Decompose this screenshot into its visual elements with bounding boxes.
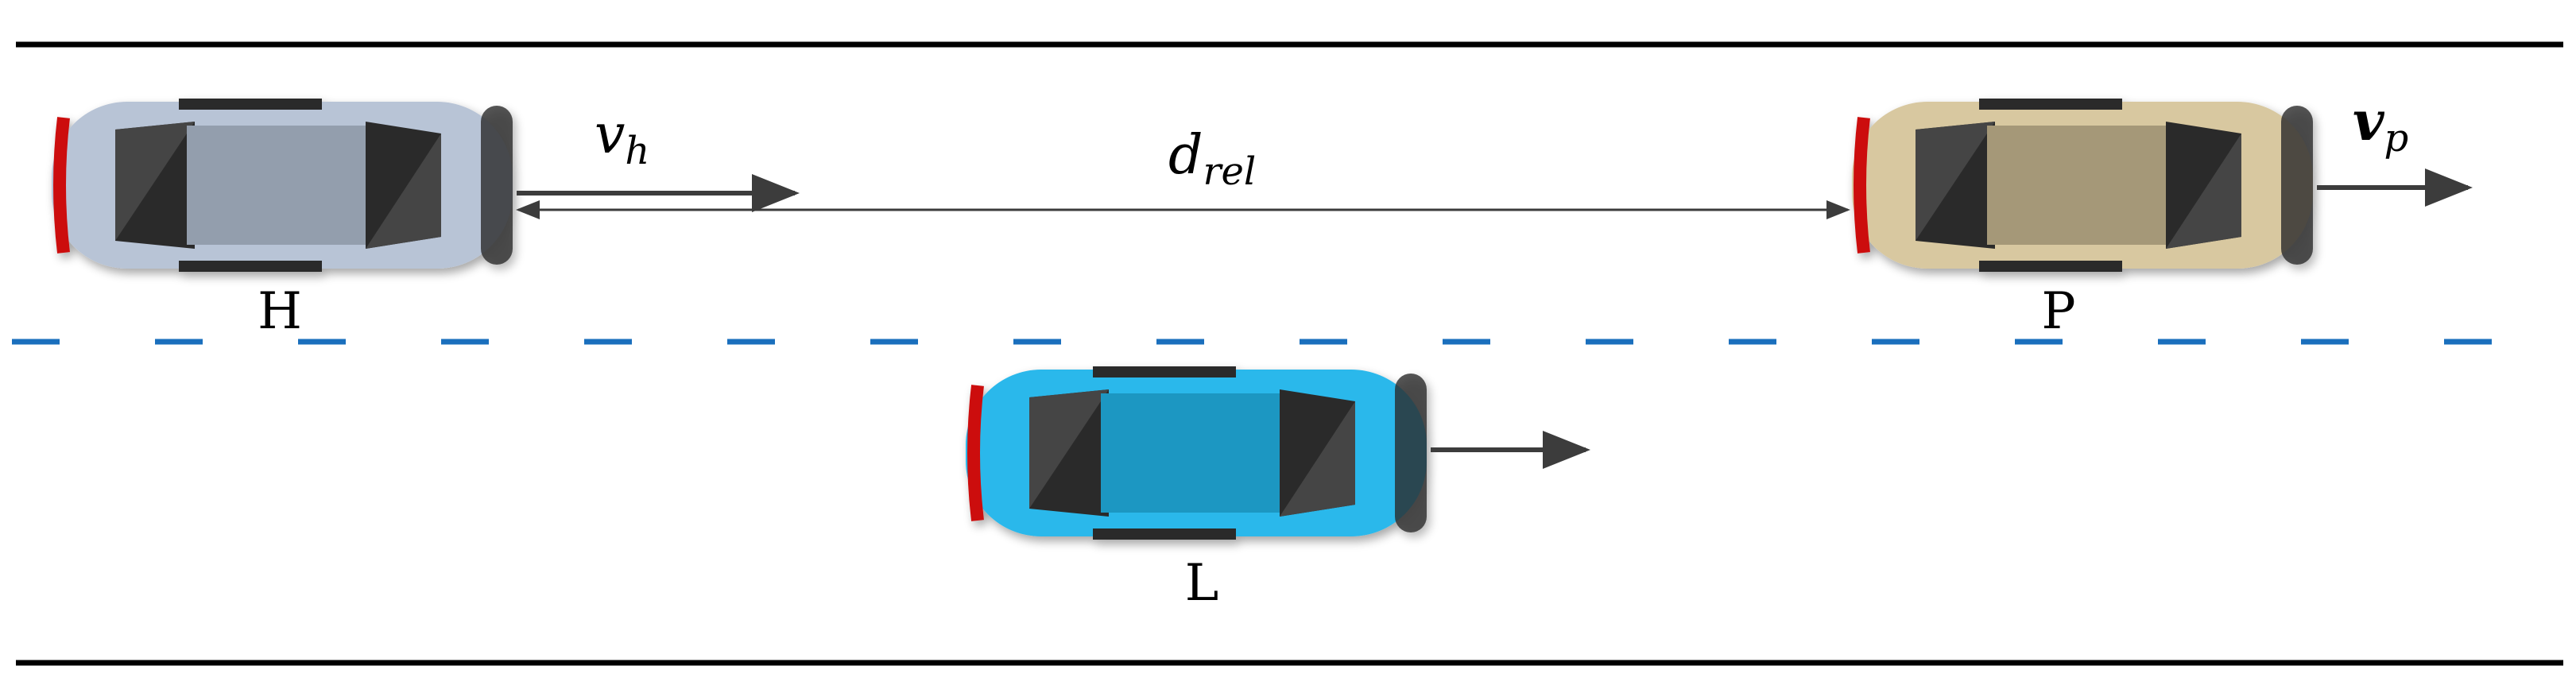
relative-distance-symbol: d <box>1168 124 1203 187</box>
host-speed-symbol: v <box>595 103 625 166</box>
relative-distance-subscript: rel <box>1203 149 1257 194</box>
preceding-speed-subscript: p <box>2384 116 2409 161</box>
host-speed-label: vh <box>595 103 649 173</box>
preceding-speed-symbol: v <box>2353 90 2385 153</box>
car-preceding <box>1852 99 2313 272</box>
car-label-lateral: L <box>1185 554 1219 613</box>
car-label-preceding: P <box>2041 282 2075 341</box>
host-speed-subscript: h <box>625 129 649 173</box>
relative-distance-label: drel <box>1168 124 1256 194</box>
car-host <box>52 99 513 272</box>
car-label-host: H <box>258 282 302 341</box>
preceding-speed-label: vp <box>2353 90 2408 161</box>
car-lateral <box>966 366 1427 540</box>
